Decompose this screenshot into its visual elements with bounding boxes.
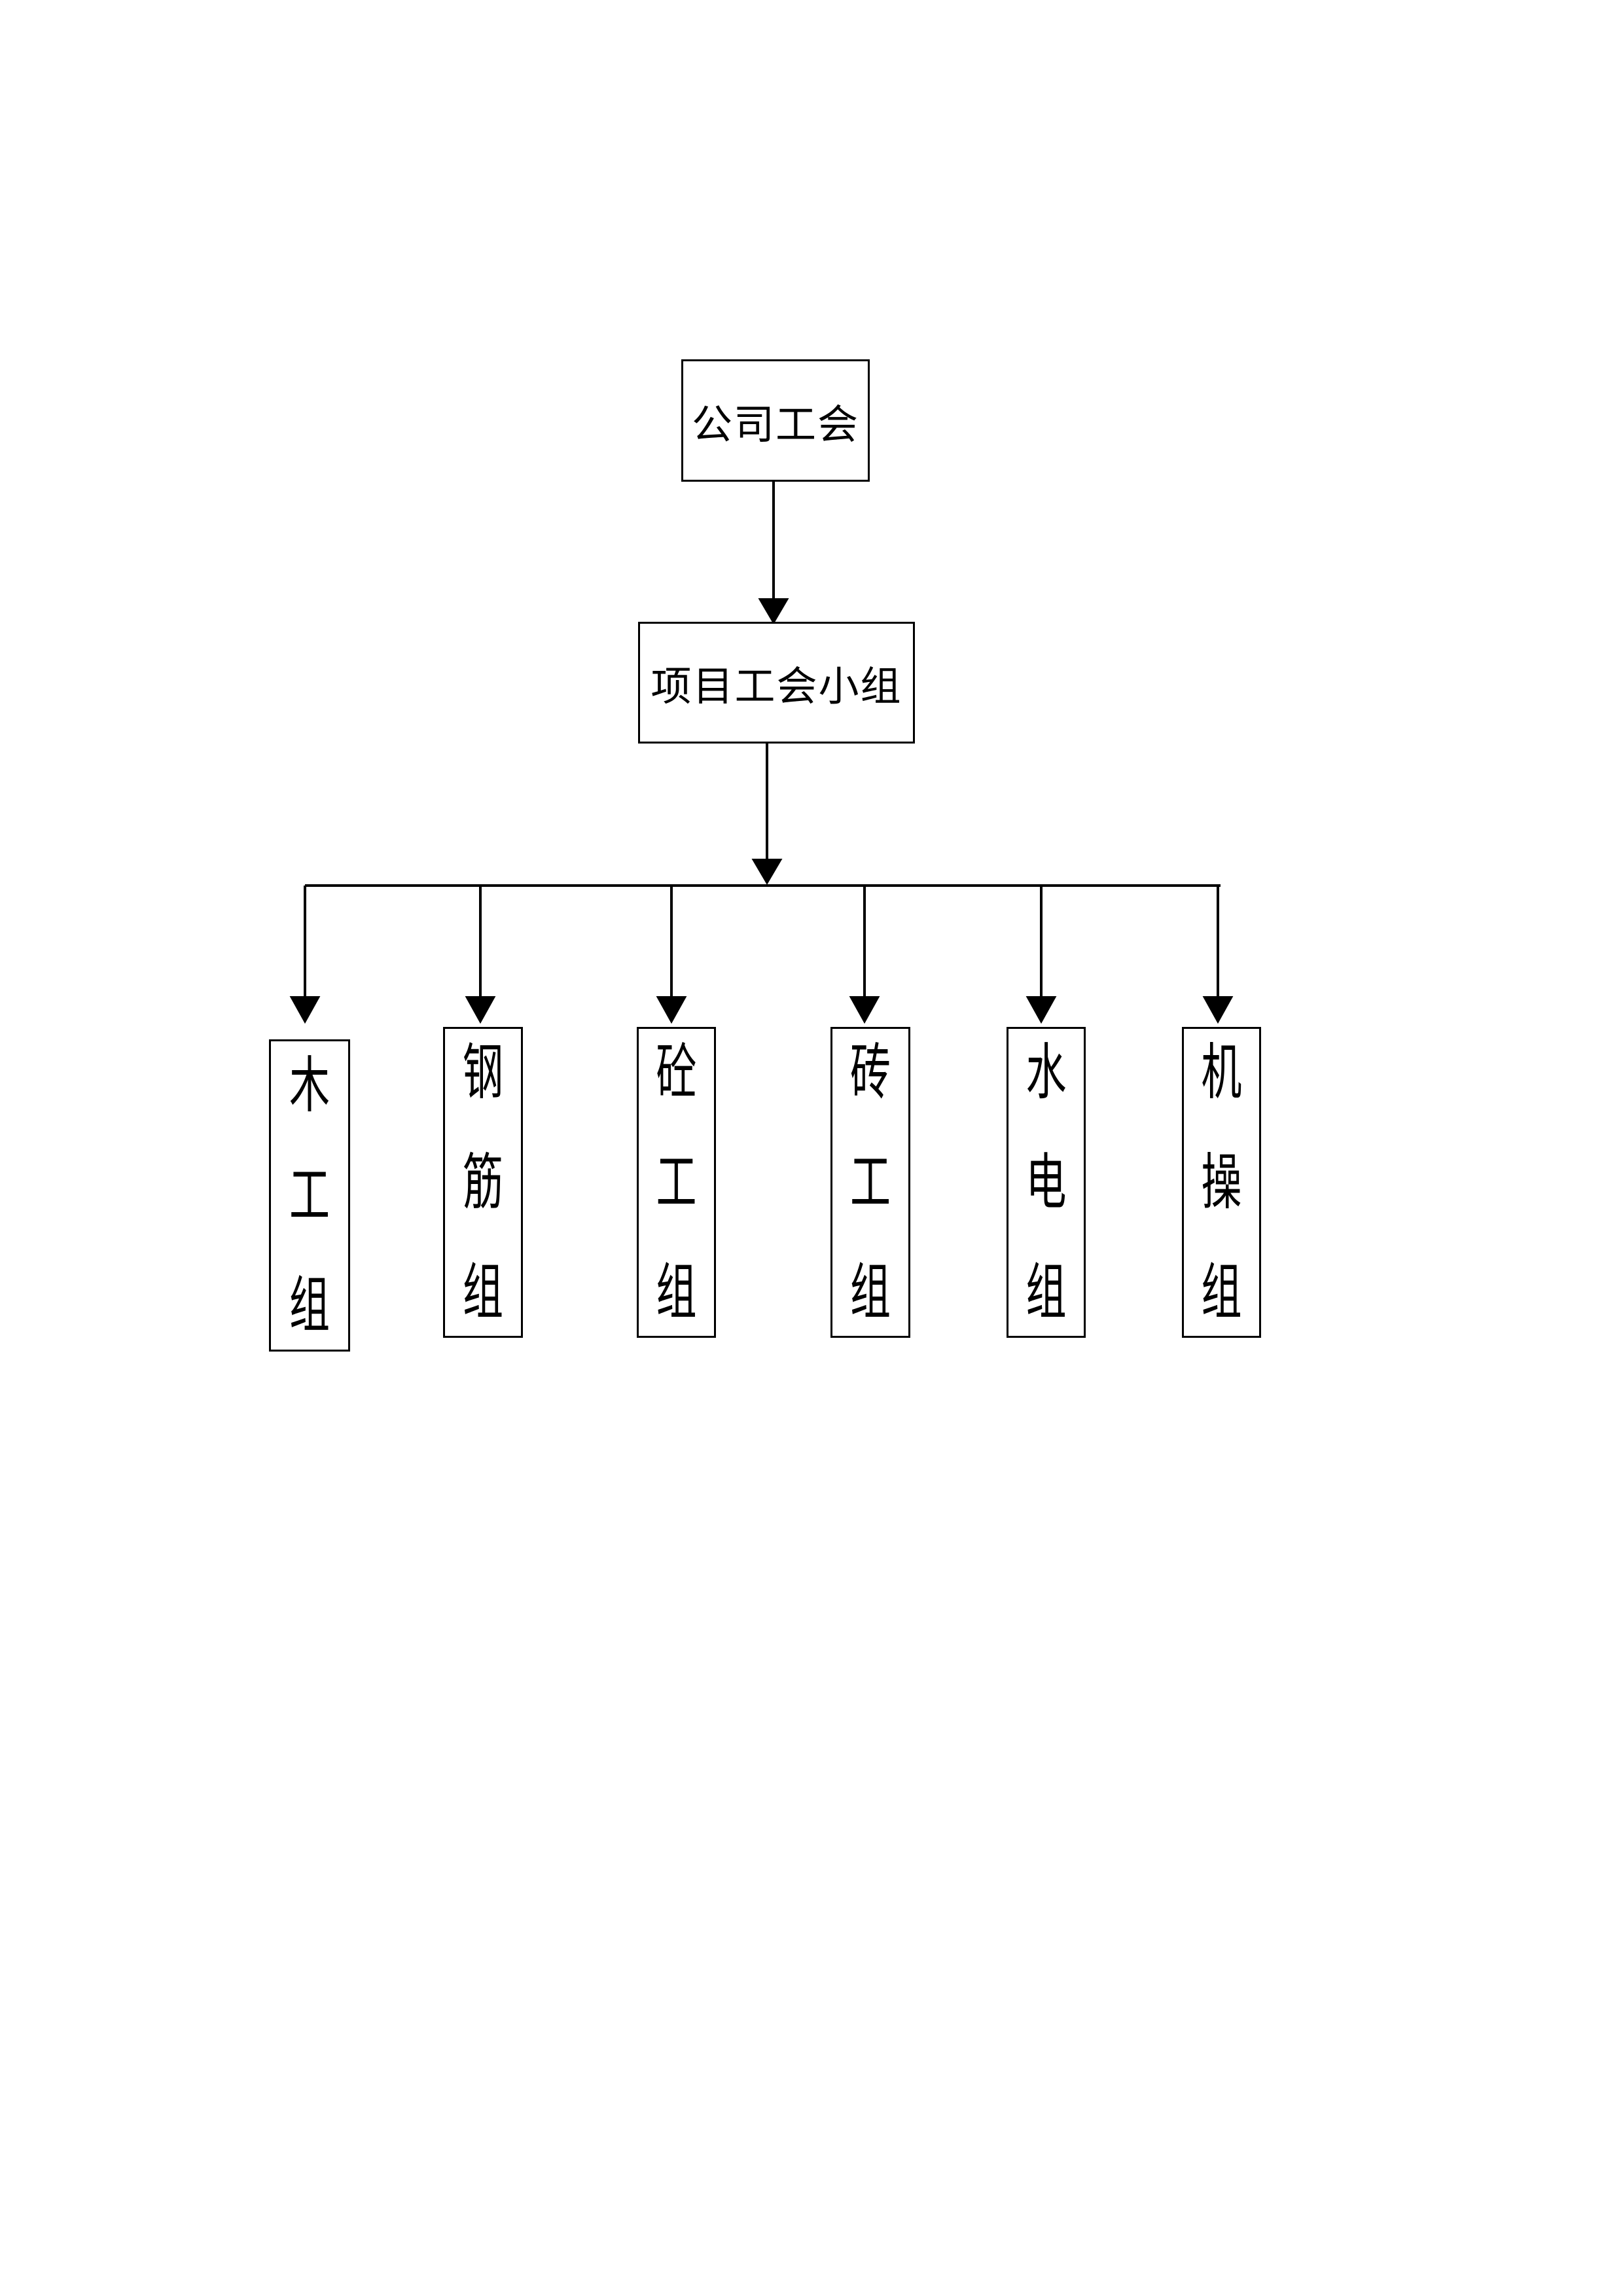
arrowhead-icon — [1026, 996, 1057, 1024]
node-carpentry-group: 木工组 — [269, 1039, 350, 1352]
node-label: 砖工组 — [849, 1036, 891, 1328]
node-label: 木工组 — [289, 1049, 330, 1341]
node-masonry-group: 砖工组 — [830, 1027, 910, 1338]
node-label: 机操组 — [1201, 1036, 1242, 1328]
arrowhead-icon — [849, 996, 880, 1024]
arrowhead-icon — [1202, 996, 1234, 1024]
arrowhead-icon — [656, 996, 687, 1024]
arrowhead-icon — [758, 598, 789, 624]
node-plumbing-electrical-group: 水电组 — [1007, 1027, 1086, 1338]
arrowhead-icon — [289, 996, 321, 1024]
node-label: 项目工会小组 — [651, 662, 902, 710]
arrowhead-icon — [751, 859, 783, 885]
node-concrete-group: 砼工组 — [637, 1027, 716, 1338]
node-project-union-group: 项目工会小组 — [638, 622, 915, 744]
arrowhead-icon — [465, 996, 496, 1024]
node-rebar-group: 钢筋组 — [443, 1027, 523, 1338]
node-company-union: 公司工会 — [681, 359, 870, 482]
node-machine-operation-group: 机操组 — [1182, 1027, 1261, 1338]
node-label: 钢筋组 — [462, 1036, 503, 1328]
node-label: 砼工组 — [656, 1036, 697, 1328]
node-label: 水电组 — [1026, 1036, 1067, 1328]
node-label: 公司工会 — [691, 400, 859, 448]
